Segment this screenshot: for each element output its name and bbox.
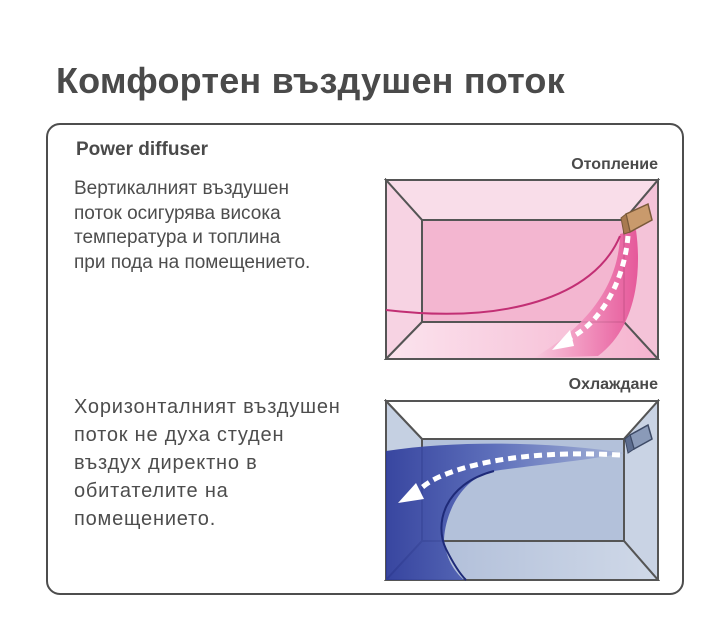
cooling-description-line: помещението.	[74, 508, 217, 530]
ceiling	[384, 179, 660, 221]
heating-room-diagram	[384, 178, 660, 360]
ceiling	[384, 400, 660, 440]
heating-label: Отопление	[571, 156, 658, 173]
cooling-unit-side	[624, 434, 635, 454]
cooling-description-line: поток не духа студен	[74, 424, 285, 446]
heating-flow-edge	[385, 235, 621, 315]
cooling-arrow-head	[398, 483, 424, 503]
heating-flow	[534, 230, 639, 358]
cooling-flow-edge	[440, 470, 495, 581]
heating-description-line: Вертикалният въздушен	[74, 178, 289, 199]
page-title: Комфортен въздушен поток	[56, 60, 565, 101]
heating-description-line: температура и топлина	[74, 227, 281, 248]
heating-description-line: при пода на помещението.	[74, 251, 311, 273]
cooling-label: Охлаждане	[568, 376, 658, 393]
heating-description: Вертикалният въздушен поток осигурява ви…	[74, 177, 310, 275]
cooling-description: Хоризонталният въздушен поток не духа ст…	[74, 393, 341, 533]
heating-description-line: поток осигурява висока	[74, 202, 281, 224]
cooling-description-line: Хоризонталният въздушен	[74, 396, 341, 418]
section-title: Power diffuser	[76, 139, 208, 160]
cooling-description-line: въздух директно в	[74, 452, 258, 474]
cooling-arrow	[412, 451, 621, 497]
cooling-description-line: обитателите на	[74, 480, 229, 502]
cooling-flow	[386, 443, 624, 580]
heating-unit-side	[620, 213, 631, 235]
cooling-room-diagram	[384, 399, 660, 581]
content-panel	[46, 123, 684, 595]
heating-arrow-head	[552, 330, 574, 350]
heating-arrow	[564, 235, 631, 343]
